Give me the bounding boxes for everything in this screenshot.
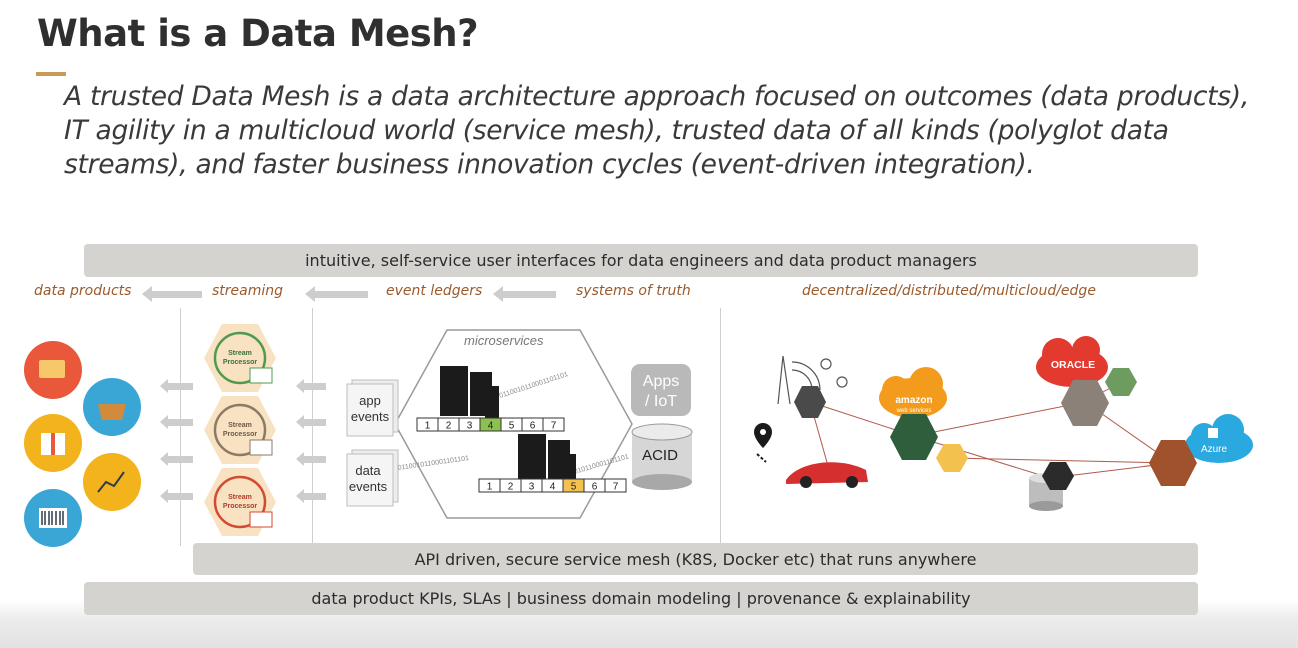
network-lines [809,381,1173,479]
category-arrows [142,286,556,302]
stream-processor-bottom: Stream Processor [204,468,276,536]
arrow-icon [160,452,193,466]
svg-text:events: events [351,409,390,424]
divider-decentralized [720,308,721,546]
svg-text:ORACLE: ORACLE [1051,359,1095,371]
ledger-cell-label: 7 [551,421,557,432]
svg-text:Azure: Azure [1201,444,1228,455]
apps-iot-badge: Apps / IoT [631,364,691,416]
microservices-label: microservices [464,333,544,348]
svg-text:amazon: amazon [895,395,932,406]
app-events-doc: app events [346,379,399,437]
svg-text:data: data [355,463,381,478]
svg-text:web services: web services [896,408,932,414]
acid-database-icon: ACID [631,423,693,490]
middle-bar-label: API driven, secure service mesh (K8S, Do… [414,549,977,569]
hex-node-olive [1105,368,1137,396]
arrow-icon [296,489,326,503]
car-icon [786,462,868,488]
ledger-cell-label: 1 [487,482,493,493]
stream-processor-label: Stream [228,494,252,501]
ledger-cell-label: 4 [488,421,494,432]
top-bar-label: intuitive, self-service user interfaces … [305,251,977,270]
stream-arrows [160,379,326,503]
bottom-bar: data product KPIs, SLAs | business domai… [84,582,1198,615]
oracle-cloud-icon: ORACLE [1036,336,1108,387]
amazon-cloud-icon: amazon web services [879,367,947,418]
stream-processor-label: Stream [228,350,252,357]
hex-node-oracle [1061,380,1109,426]
location-pin-icon [754,423,772,463]
chart-icon [83,453,141,511]
data-product-icons [24,341,141,547]
hex-node-tower [794,386,826,418]
stream-processor-top: Stream Processor [204,324,276,392]
ledger-bottom: 1 2 3 4 5 6 7 [478,478,627,493]
hex-node-azure [1149,440,1197,486]
stream-processor-label: Processor [223,503,258,510]
ledger-cell-label: 2 [508,482,514,493]
ledger-cell-label: 3 [467,421,473,432]
ledger-cell-label: 6 [530,421,536,432]
category-data-products: data products [34,283,132,299]
arrow-icon [493,286,556,302]
hex-node-database [1042,462,1074,490]
title-accent-line [36,72,66,76]
svg-text:events: events [349,479,388,494]
data-events-doc: data events [346,449,399,507]
hex-node-amazon [890,414,938,460]
arrow-icon [296,379,326,393]
ledger-cell-label: 5 [571,482,577,493]
microservice-icon-top [440,366,499,420]
svg-text:ACID: ACID [642,447,678,464]
category-systems-of-truth: systems of truth [576,283,691,299]
ledger-top: 1 2 3 4 5 6 7 [416,417,565,432]
svg-text:app: app [359,393,381,408]
ledger-cell-label: 6 [592,482,598,493]
arrow-icon [305,286,368,302]
ledger-cell [604,478,627,493]
divider-ledgers [312,308,313,546]
middle-bar: API driven, secure service mesh (K8S, Do… [193,543,1198,575]
category-streaming: streaming [212,283,284,299]
arrow-icon [142,286,202,302]
ledger-cell-label: 1 [425,421,431,432]
hex-node-yellow [936,444,968,472]
azure-cloud-icon: Azure [1185,414,1253,463]
svg-text:/ IoT: / IoT [645,393,677,410]
slide-subtitle: A trusted Data Mesh is a data architectu… [64,81,1249,180]
arrow-icon [160,489,193,503]
category-event-ledgers: event ledgers [386,283,483,299]
arrow-icon [296,452,326,466]
arrow-icon [160,415,193,429]
svg-text:Apps: Apps [643,373,679,390]
cell-tower-icon [777,355,848,405]
ledger-cell-label: 4 [550,482,556,493]
stream-processor-label: Stream [228,422,252,429]
stream-processor-label: Processor [223,359,258,366]
divider-streaming [180,308,181,546]
stream-processor-label: Processor [223,431,258,438]
stream-processor-middle: Stream Processor [204,396,276,464]
ledger-cell-label: 5 [509,421,515,432]
arrow-icon [296,415,326,429]
arrow-icon [160,379,193,393]
category-decentralized: decentralized/distributed/multicloud/edg… [802,283,1096,299]
top-bar: intuitive, self-service user interfaces … [84,244,1198,277]
ledger-cell-label: 2 [446,421,452,432]
bottom-bar-label: data product KPIs, SLAs | business domai… [311,589,971,608]
ledger-cell-label: 3 [529,482,535,493]
ledger-cell [542,417,565,432]
ledger-cell-label: 7 [613,482,619,493]
slide-title: What is a Data Mesh? [37,12,479,55]
